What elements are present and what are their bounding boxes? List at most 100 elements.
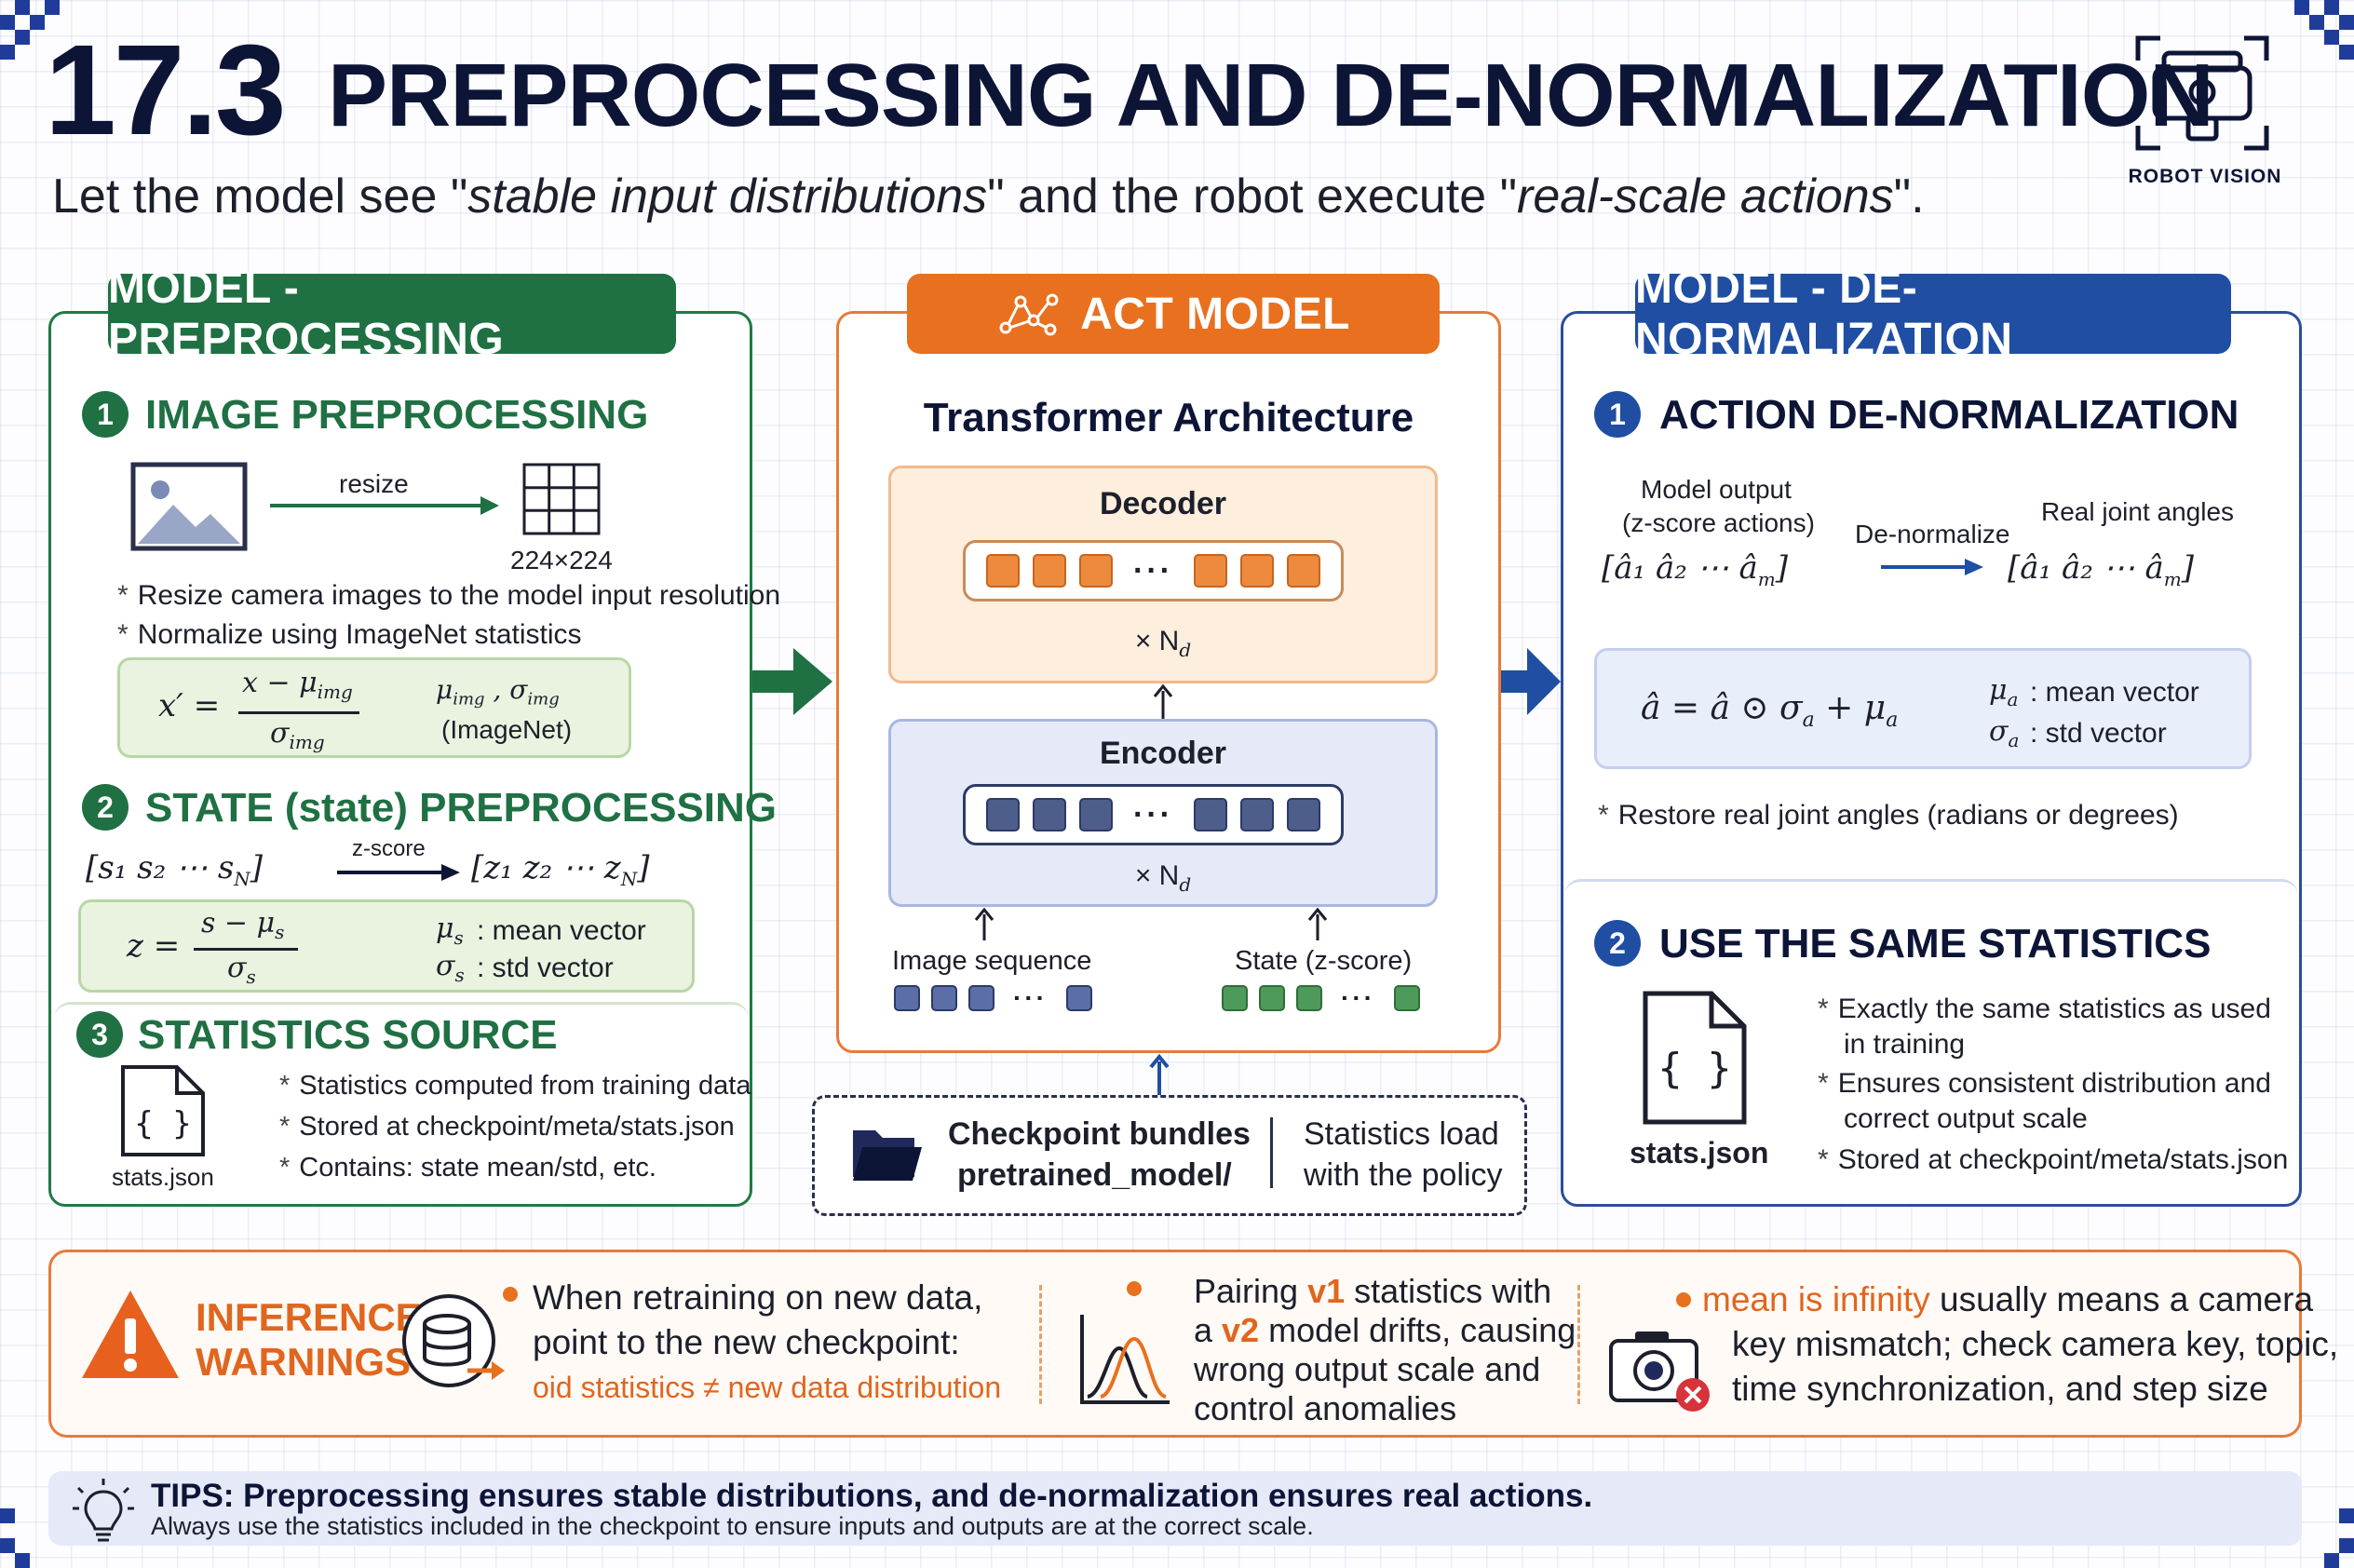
formula-z: z = [127,927,181,965]
state-token [1259,985,1285,1011]
resize-label: resize [339,469,409,498]
warning-3-line1: mean is infinity usually means a camera [1702,1280,2314,1318]
step-badge-1: 1 [82,391,129,438]
warning-2-line4: control anomalies [1194,1389,1457,1427]
image-token [968,985,994,1011]
state-token [1222,985,1248,1011]
database-export-icon [402,1294,505,1387]
warning-2-line1: Pairing v1 statistics with [1194,1272,1552,1310]
mean-symbol: μa [1989,674,2019,710]
encoder-token [1033,798,1066,831]
act-model-panel-title: ACT MODEL [907,274,1440,354]
state-preprocessing-heading: STATE (state) PREPROCESSING [145,785,778,831]
image-preprocessing-heading: IMAGE PREPROCESSING [145,392,649,438]
std-vector-label: : std vector [477,953,614,983]
denormalization-formula [1594,648,2252,769]
checkpoint-box [812,1095,1527,1216]
decoder-token [1239,554,1274,588]
network-icon [999,293,1059,336]
up-arrow [1307,907,1328,940]
bullet-item: Ensures consistent distribution and [1818,1065,2271,1102]
decoder-token-row: ··· [963,540,1344,602]
corner-pattern [0,1494,74,1568]
warning-bullet [503,1287,518,1302]
warnings-heading-line2: WARNINGS [196,1340,411,1384]
encoder-token [1079,798,1113,831]
warning-3-line2: key mismatch; check camera key, topic, [1732,1325,2339,1363]
with-policy-label: with the policy [1304,1157,1503,1193]
mean-symbol: μs [436,912,464,949]
formula-denorm: â = â ⊙ σa + μa [1641,689,1899,733]
warning-3-line3: time synchronization, and step size [1732,1370,2268,1408]
checkpoint-title: Checkpoint bundles [948,1116,1251,1152]
checkpoint-path: pretrained_model/ [957,1157,1232,1193]
formula-denominator: σimg [270,717,325,753]
statistics-source-heading: STATISTICS SOURCE [138,1012,558,1058]
model-output-label: Model output [1641,475,1792,504]
image-token [894,985,920,1011]
same-statistics-heading: USE THE SAME STATISTICS [1659,921,2212,966]
same-statistics-box [1564,879,2298,1203]
tips-detail: Always use the statistics included in th… [151,1512,1314,1540]
json-file-icon: { } [1643,991,1747,1125]
zscore-label: z-score [352,836,426,861]
step-badge-2: 2 [82,784,129,831]
bullet-item: Restore real joint angles (radians or de… [1598,797,2179,833]
normalized-action-vector: [â₁ â₂ ⋯ âm] [1602,549,1788,590]
action-denorm-heading: ACTION DE-NORMALIZATION [1659,392,2239,438]
folder-icon [853,1130,922,1181]
encoder-token-row: ··· [963,784,1344,845]
zscore-actions-label: (z-score actions) [1622,508,1815,537]
fraction-bar [194,948,298,951]
decoder-token [1286,554,1320,588]
corner-pattern [0,0,74,74]
warning-icon [82,1291,179,1378]
image-token [1065,985,1092,1011]
formula-x-prime: x′ = [158,687,221,724]
encoder-token [1193,798,1227,831]
json-file-icon: { } [121,1065,205,1156]
state-vector: [s₁ s₂ ⋯ sN] [86,849,264,890]
zscore-arrow [337,864,460,881]
decoder-token [1033,554,1066,588]
subtitle: Let the model see "stable input distribu… [52,169,1925,223]
image-sequence-label: Image sequence [892,946,1092,976]
bullet-item: Normalize using ImageNet statistics [117,616,582,653]
std-symbol: σs [436,950,465,986]
state-token [1393,985,1420,1011]
bullet-item: Stored at checkpoint/meta/stats.json [279,1110,734,1145]
preprocessing-panel-title: MODEL - PREPROCESSING [108,264,676,364]
divider [1577,1285,1580,1404]
warning-2-line2: a v2 model drifts, causing [1194,1311,1576,1349]
distribution-shift-icon [1080,1315,1170,1404]
step-badge-2: 2 [1594,920,1641,966]
ellipsis: ··· [1133,553,1173,588]
image-token-row: ··· [894,985,1092,1011]
bullet-continuation: correct output scale [1844,1103,2088,1134]
page-title: PREPROCESSING AND DE-NORMALIZATION [328,46,2214,145]
warning-1-line2: point to the new checkpoint: [533,1323,960,1361]
ellipsis: ··· [1133,797,1173,832]
up-arrow [1153,683,1173,721]
formula-numerator: s − μs [201,907,285,943]
warning-2-line3: wrong output scale and [1194,1350,1541,1388]
tips-bar [48,1471,2302,1546]
bullet-item: Resize camera images to the model input … [117,577,780,614]
mean-vector-label: : mean vector [2030,677,2199,708]
robot-vision-label: ROBOT VISION [2128,166,2282,187]
up-arrow [974,907,994,940]
decoder-label: Decoder [1099,486,1227,521]
formula-stat-symbols: μimg , σimg [436,674,560,710]
lightbulb-icon [73,1479,134,1542]
encoder-label: Encoder [1099,736,1227,771]
mean-vector-label: : mean vector [477,915,646,946]
section-number: 17.3 [45,19,287,162]
std-symbol: σa [1989,715,2020,751]
bullet-item: Contains: state mean/std, etc. [279,1151,656,1186]
act-model-title-text: ACT MODEL [1080,289,1350,339]
decoder-token [1193,554,1227,588]
divider [1039,1285,1042,1404]
svg-text:{ }: { } [134,1105,191,1142]
up-arrow [1149,1054,1170,1095]
bullet-item: Exactly the same statistics as used [1818,991,2271,1027]
